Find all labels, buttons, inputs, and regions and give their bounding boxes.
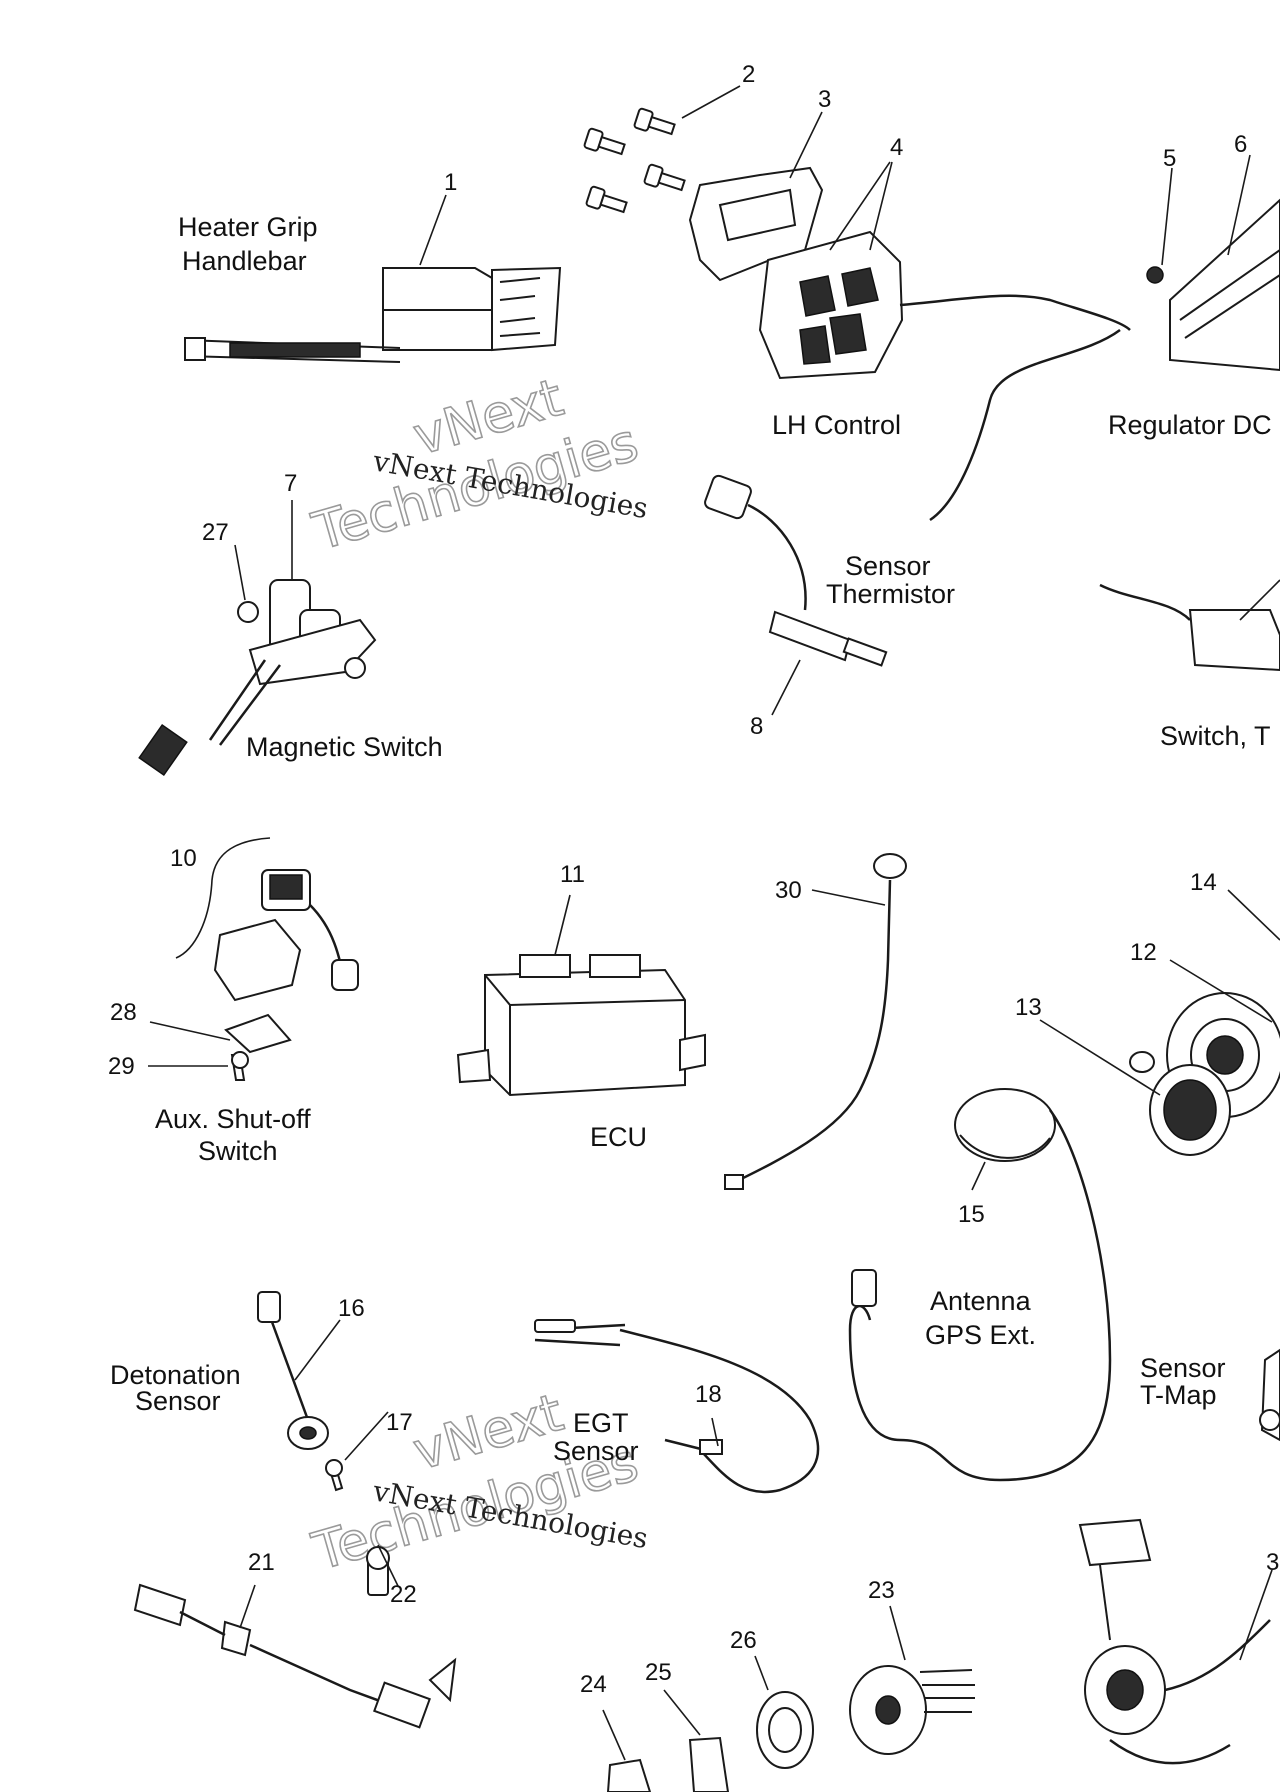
part-23-26 — [602, 1605, 975, 1792]
label-egt-line1: EGT — [573, 1408, 629, 1438]
label-sensor-tmap-line1: Sensor — [1140, 1353, 1226, 1383]
part-lh-control — [688, 111, 1131, 522]
callout-5: 5 — [1163, 145, 1176, 172]
callout-8: 8 — [750, 713, 763, 740]
label-lh-control: LH Control — [772, 410, 901, 440]
part-30-harness — [724, 853, 907, 1190]
callout-28: 28 — [110, 999, 137, 1026]
callout-3-right: 3 — [1266, 1549, 1279, 1576]
callout-15: 15 — [958, 1201, 985, 1228]
label-egt-line2: Sensor — [553, 1436, 639, 1466]
part-magnetic-switch — [138, 500, 377, 777]
callout-21: 21 — [248, 1549, 275, 1576]
label-sensor-thermistor-line1: Sensor — [845, 551, 931, 581]
label-magnetic-switch: Magnetic Switch — [246, 732, 443, 762]
part-egt-sensor — [534, 1319, 820, 1494]
callout-7: 7 — [284, 470, 297, 497]
callout-22: 22 — [390, 1581, 417, 1608]
callout-16: 16 — [338, 1295, 365, 1322]
label-detonation-line1: Detonation — [110, 1360, 241, 1390]
callout-12: 12 — [1130, 939, 1157, 966]
callout-17: 17 — [386, 1409, 413, 1436]
label-detonation-line2: Sensor — [135, 1386, 221, 1416]
part-right-bottom-connector — [1078, 1518, 1273, 1765]
part-12-13-14 — [1039, 889, 1280, 1156]
callout-1: 1 — [444, 169, 457, 196]
callout-30: 30 — [775, 877, 802, 904]
label-antenna-line2: GPS Ext. — [925, 1320, 1036, 1350]
callout-13: 13 — [1015, 994, 1042, 1021]
callout-23: 23 — [868, 1577, 895, 1604]
callout-14: 14 — [1190, 869, 1217, 896]
part-ecu — [456, 894, 706, 1097]
callout-24: 24 — [580, 1671, 607, 1698]
part-sensor-tmap — [1259, 1348, 1280, 1442]
callout-2: 2 — [742, 61, 755, 88]
callout-11: 11 — [560, 861, 585, 888]
label-switch-t: Switch, T — [1160, 721, 1271, 751]
label-regulator-dc: Regulator DC — [1108, 410, 1272, 440]
label-heater-grip-line1: Heater Grip — [178, 212, 318, 242]
part-regulator-dc — [1146, 154, 1280, 372]
callout-29: 29 — [108, 1053, 135, 1080]
watermark-top: vNext Technologies vNext Technologies — [305, 367, 650, 563]
part-antenna-gps-ext — [848, 1088, 1112, 1482]
part-switch-t — [1099, 579, 1280, 672]
callout-3: 3 — [818, 86, 831, 113]
label-sensor-tmap-line2: T-Map — [1140, 1380, 1217, 1410]
label-antenna-line1: Antenna — [930, 1286, 1032, 1316]
label-aux-shutoff-line2: Switch — [198, 1136, 278, 1166]
callout-26: 26 — [730, 1627, 757, 1654]
part-screws — [583, 85, 741, 214]
callout-4: 4 — [890, 134, 903, 161]
part-heater-grip-handlebar — [184, 194, 562, 363]
label-ecu: ECU — [590, 1122, 647, 1152]
callout-27: 27 — [202, 519, 229, 546]
callout-25: 25 — [645, 1659, 672, 1686]
callout-10: 10 — [170, 845, 197, 872]
part-21-22 — [133, 1544, 457, 1729]
part-sensor-thermistor — [704, 474, 888, 716]
part-detonation-sensor — [257, 1291, 389, 1492]
label-heater-grip-line2: Handlebar — [182, 246, 307, 276]
callout-6: 6 — [1234, 131, 1247, 158]
callout-18: 18 — [695, 1381, 722, 1408]
part-aux-shutoff-switch — [148, 837, 359, 1081]
label-aux-shutoff-line1: Aux. Shut-off — [155, 1104, 311, 1134]
label-sensor-thermistor-line2: Thermistor — [826, 579, 955, 609]
